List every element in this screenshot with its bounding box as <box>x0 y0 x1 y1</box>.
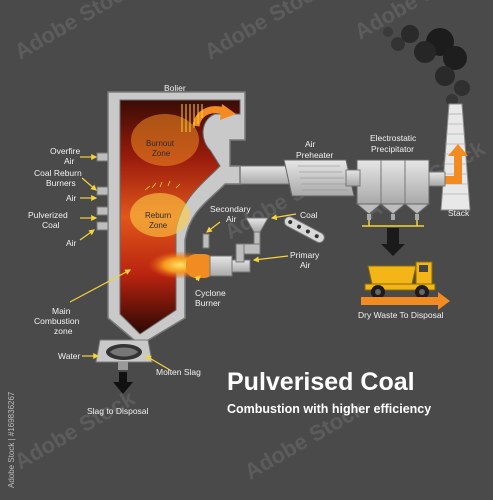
watermark-text: Adobe Stock <box>10 0 140 64</box>
air-preheater-label-2: Preheater <box>296 150 333 160</box>
coal-feed-system <box>202 216 325 263</box>
main-combustion-label-1: Main <box>52 306 71 316</box>
electrostatic-precipitator <box>355 159 431 256</box>
coal-label: Coal <box>300 210 318 220</box>
main-combustion-label-2: Combustion <box>34 316 80 326</box>
feed-arrows <box>194 213 297 282</box>
stack-chimney <box>430 103 471 211</box>
stack-label: Stack <box>448 208 470 218</box>
dry-waste-label: Dry Waste To Disposal <box>358 310 444 320</box>
main-combustion-label-3: zone <box>54 326 73 336</box>
stock-credit: Adobe Stock | #169836267 <box>7 391 16 488</box>
pulverized-coal-label-2: Coal <box>42 220 60 230</box>
pulverized-coal-label-1: Pulverized <box>28 210 68 220</box>
secondary-air-label-1: Secondary <box>210 204 251 214</box>
coal-reburn-label-1: Coal Reburn <box>34 168 82 178</box>
water-label: Water <box>58 351 81 361</box>
reburn-zone-label-1: Reburn <box>145 211 171 220</box>
main-title: Pulverised Coal <box>227 368 415 396</box>
primary-air-label-2: Air <box>300 260 311 270</box>
slag-out-arrow <box>113 372 133 394</box>
side-ports <box>96 152 109 231</box>
left-inlet-arrows <box>69 154 171 371</box>
precipitator-label-1: Electrostatic <box>370 133 417 143</box>
burnout-zone-label-1: Burnout <box>146 139 175 148</box>
coal-reburn-label-2: Burners <box>46 178 76 188</box>
flue-gas-arrow <box>430 144 468 184</box>
primary-air-label-1: Primary <box>290 250 320 260</box>
molten-slag-label: Molten Slag <box>156 367 201 377</box>
slag-disposal-label: Slag to Disposal <box>87 406 149 416</box>
air-lower-label: Air <box>66 238 77 248</box>
cyclone-burner-label-2: Burner <box>195 298 221 308</box>
precipitator-label-2: Precipitator <box>371 144 414 154</box>
overfire-air-label-2: Air <box>64 156 75 166</box>
overfire-air-label-1: Overfire <box>50 146 81 156</box>
cyclone-burner-label-1: Cyclone <box>195 288 226 298</box>
flue-duct <box>239 159 446 197</box>
reburn-zone-label-2: Zone <box>149 221 168 230</box>
boiler-shell <box>95 91 251 370</box>
air-upper-label: Air <box>66 193 77 203</box>
burnout-zone-label-2: Zone <box>152 149 171 158</box>
air-preheater-label-1: Air <box>305 139 316 149</box>
watermark-text: Adobe Stock <box>10 385 140 474</box>
secondary-air-label-2: Air <box>226 214 237 224</box>
watermark-text: Adobe Stock <box>200 0 330 64</box>
boiler-label: Bolier <box>164 83 186 93</box>
smoke-cloud <box>383 25 470 106</box>
subtitle: Combustion with higher efficiency <box>227 402 431 416</box>
dump-truck <box>361 261 450 310</box>
